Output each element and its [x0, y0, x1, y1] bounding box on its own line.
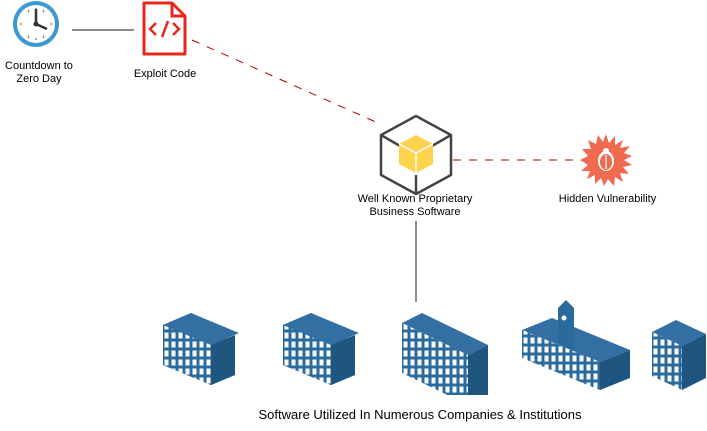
clock-icon [13, 1, 59, 47]
bug-burst-icon [580, 134, 632, 186]
software-label-line2: Business Software [369, 206, 461, 218]
buildings-group [163, 300, 706, 395]
countdown-label-line1: Countdown to [5, 60, 73, 72]
large-office-building-icon [402, 313, 488, 395]
exploit-node[interactable] [142, 1, 188, 56]
software-label: Well Known Proprietary Business Software [340, 193, 490, 219]
office-building-icon [283, 313, 359, 385]
exploit-label: Exploit Code [133, 68, 197, 80]
small-building-icon [652, 320, 706, 390]
university-building-icon [522, 300, 630, 390]
countdown-node[interactable] [7, 0, 65, 50]
countdown-label-line2: Zero Day [16, 73, 62, 85]
software-node[interactable] [378, 113, 454, 197]
countdown-label: Countdown to Zero Day [0, 60, 78, 86]
software-label-line1: Well Known Proprietary [357, 193, 473, 205]
vulnerability-label: Hidden Vulnerability [558, 193, 657, 205]
package-cube-icon [379, 114, 453, 196]
exploit-to-software-dashed-line [191, 39, 379, 124]
code-file-icon [142, 1, 187, 56]
buildings-caption: Software Utilized In Numerous Companies … [258, 407, 582, 422]
office-building-icon [163, 313, 239, 385]
vulnerability-node[interactable] [580, 134, 632, 186]
